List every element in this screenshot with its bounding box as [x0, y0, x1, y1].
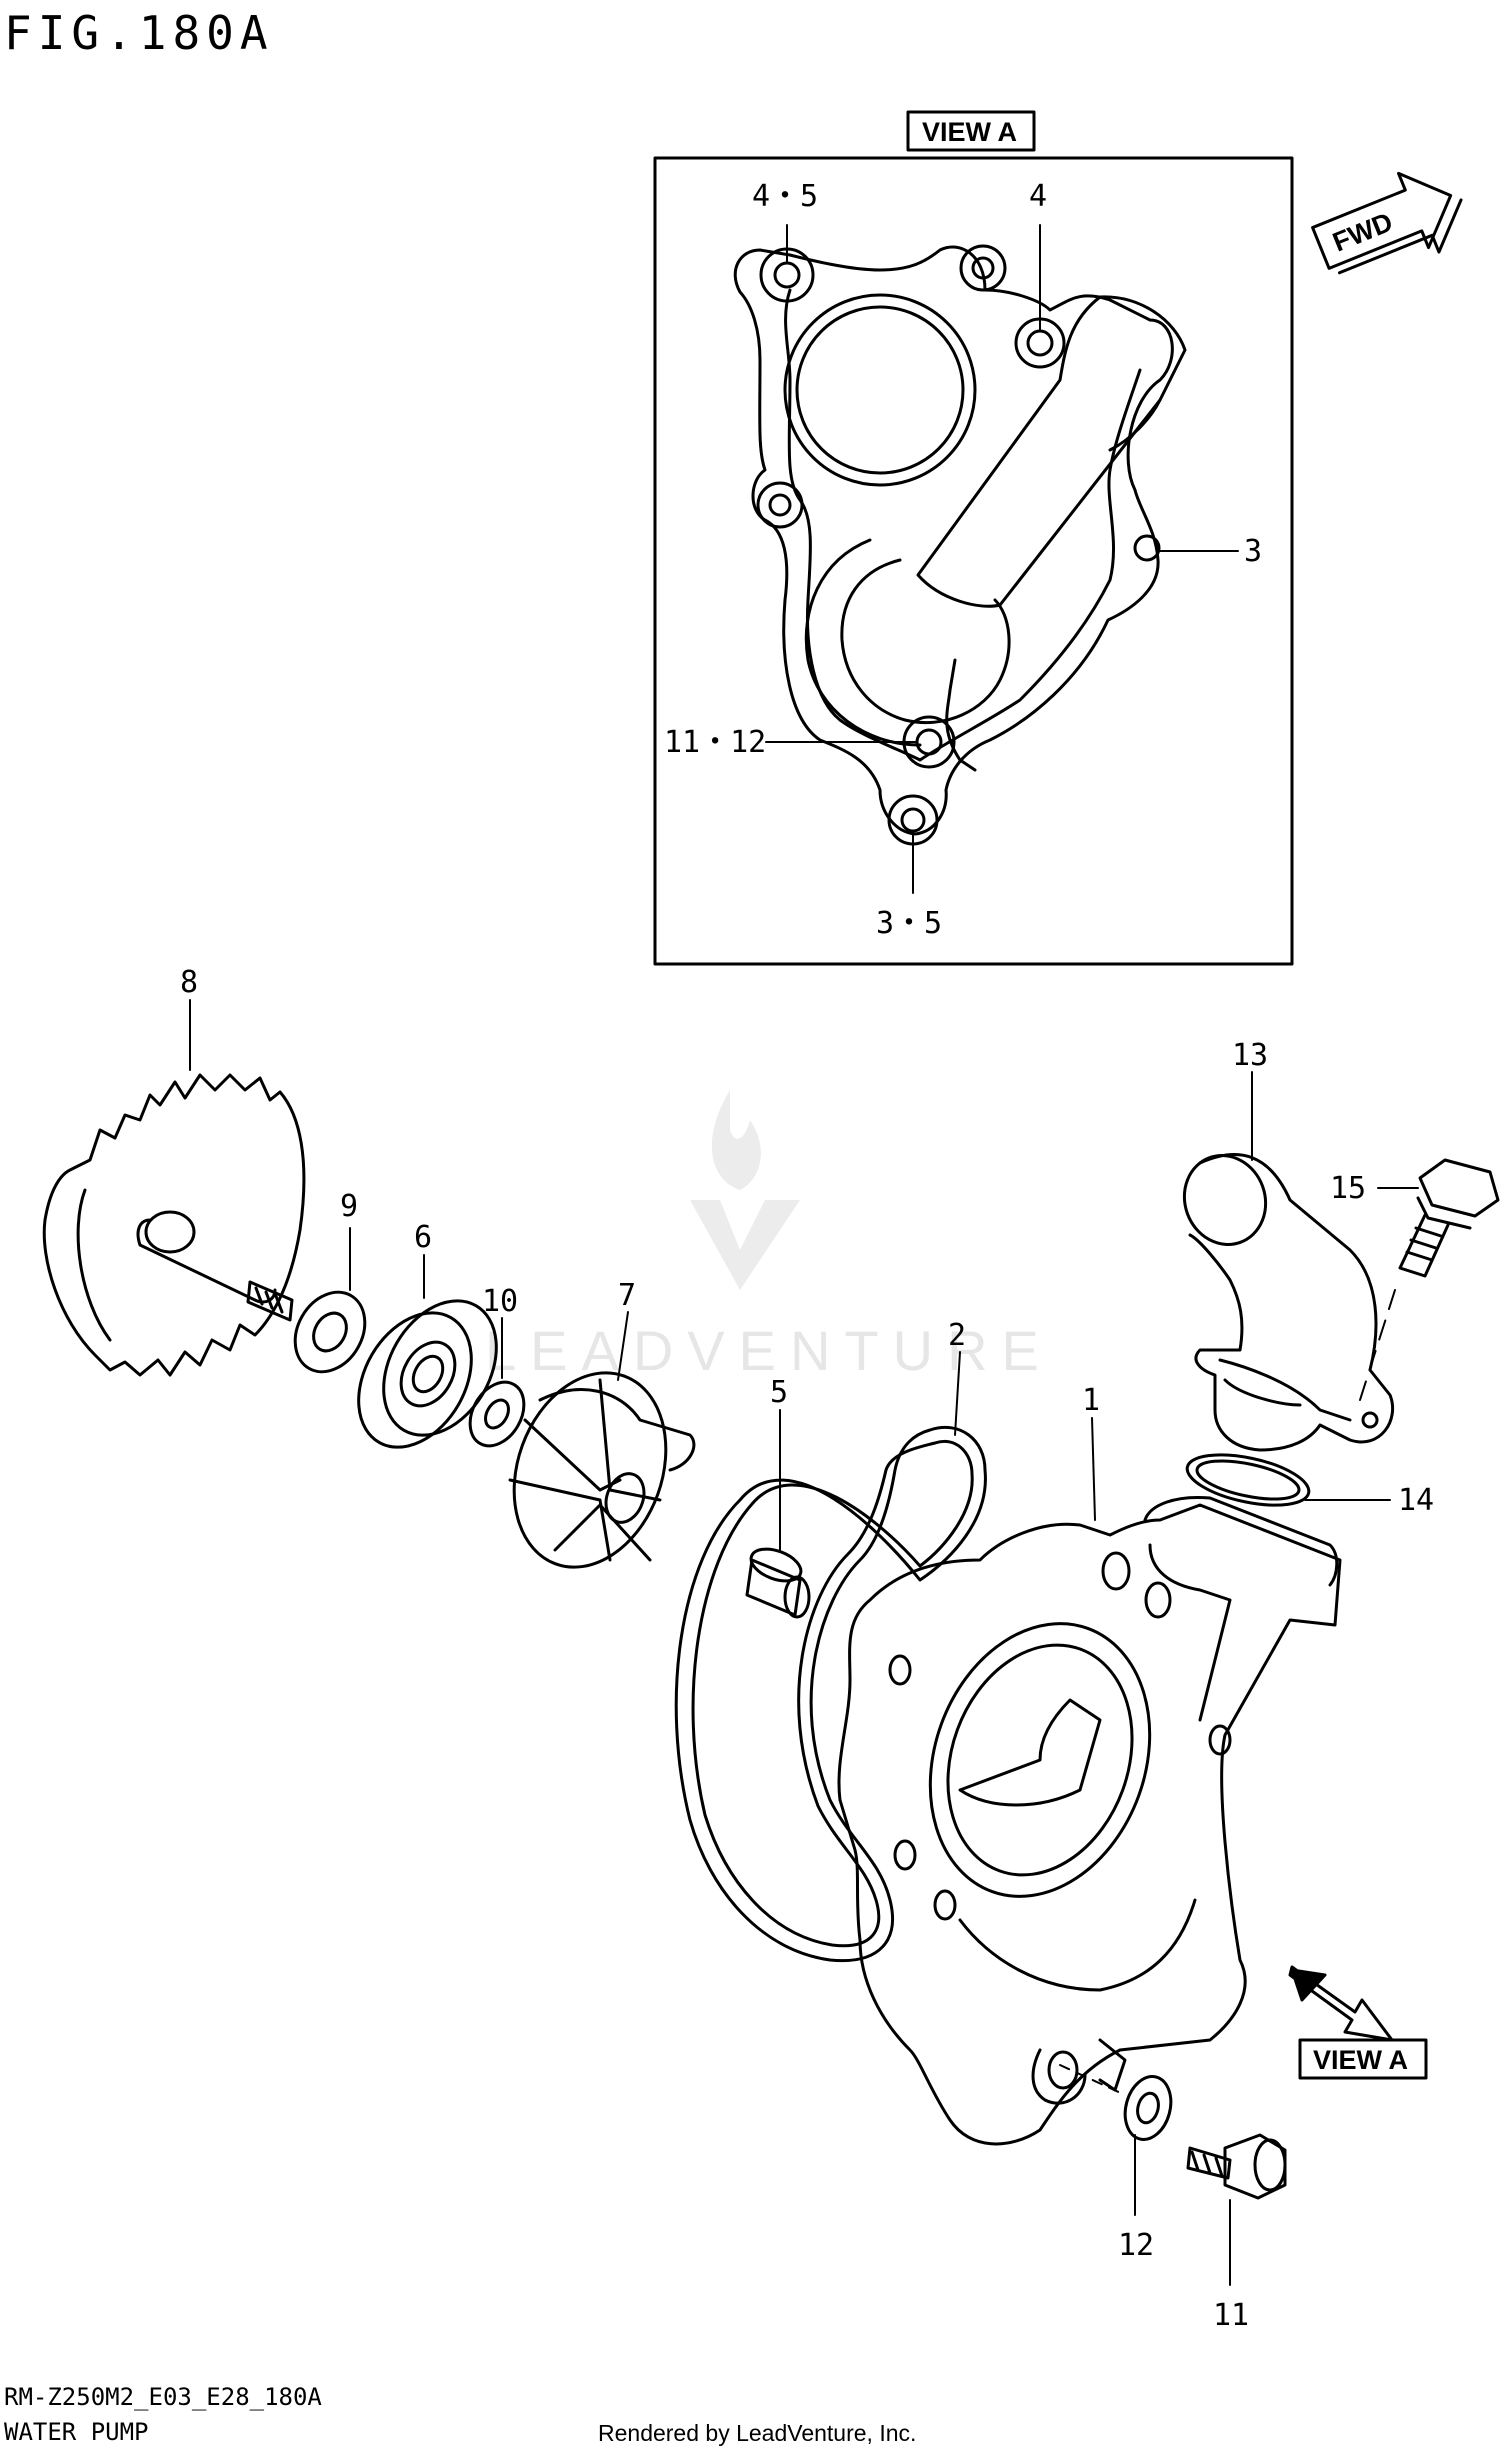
label-part-6: 6 — [414, 1220, 432, 1255]
callout-4-5: 4・5 — [752, 179, 818, 214]
fwd-arrow-icon: FWD — [1311, 171, 1463, 275]
part-7-impeller — [508, 1371, 696, 1569]
part-14-o-ring — [1185, 1453, 1311, 1507]
label-part-8: 8 — [180, 965, 198, 1000]
part-8-gear-shaft — [42, 1073, 306, 1377]
part-10-washer — [468, 1380, 526, 1448]
figure-title: FIG.180A — [4, 6, 274, 60]
part-5-dowel — [745, 1547, 811, 1619]
label-part-13: 13 — [1232, 1038, 1268, 1073]
model-code: RM-Z250M2_E03_E28_180A — [4, 2383, 322, 2411]
label-part-15: 15 — [1330, 1171, 1366, 1206]
rendered-by: Rendered by LeadVenture, Inc. — [598, 2420, 917, 2446]
figure-caption: WATER PUMP — [4, 2418, 149, 2446]
label-part-14: 14 — [1398, 1483, 1434, 1518]
view-a-marker-box — [1298, 2038, 1428, 2080]
callout-3: 3 — [1244, 534, 1262, 569]
part-11-bolt — [1186, 2133, 1287, 2200]
part-12-washer — [1059, 2064, 1173, 2141]
callout-4: 4 — [1029, 179, 1047, 214]
view-a-marker-label: VIEW A — [1313, 2045, 1408, 2075]
label-part-2: 2 — [948, 1318, 966, 1353]
label-part-9: 9 — [340, 1189, 358, 1224]
part-15-bolt — [1359, 1158, 1500, 1401]
view-a-direction-arrow-icon — [1288, 1965, 1394, 2042]
label-part-1: 1 — [1082, 1383, 1100, 1418]
label-part-12: 12 — [1118, 2228, 1154, 2263]
label-part-11: 11 — [1213, 2298, 1249, 2333]
label-part-10: 10 — [482, 1284, 518, 1319]
part-2-gasket — [674, 1425, 987, 1963]
view-a-inset: VIEW A 4・5 4 3 11・12 3・5 — [653, 110, 1294, 966]
watermark-text: LEADVENTURE — [485, 1319, 1053, 1382]
part-13-inlet-pipe — [1182, 1153, 1395, 1452]
part-1-pump-cover — [837, 1495, 1342, 2146]
callout-3-5: 3・5 — [876, 906, 942, 941]
label-part-5: 5 — [770, 1375, 788, 1410]
label-part-7: 7 — [618, 1278, 636, 1313]
view-a-title: VIEW A — [922, 117, 1017, 147]
watermark: LEADVENTURE — [485, 1090, 1053, 1382]
callout-11-12: 11・12 — [664, 725, 766, 760]
part-9-washer — [293, 1290, 367, 1374]
